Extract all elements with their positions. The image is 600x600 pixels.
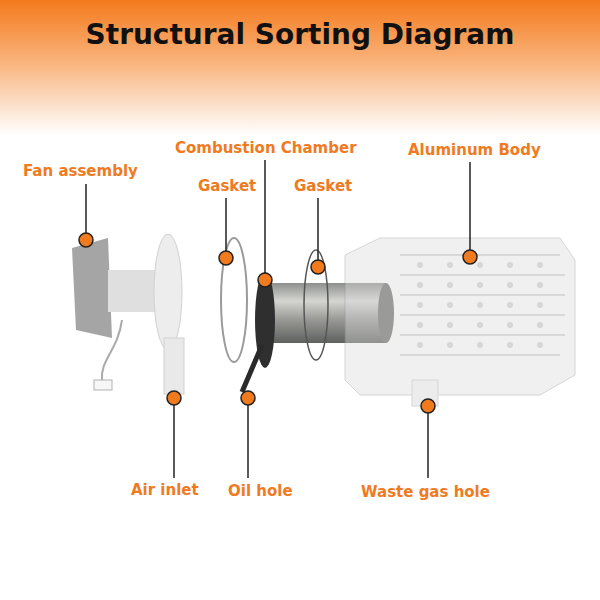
part-label: Waste gas hole <box>361 483 490 501</box>
part-label: Fan assembly <box>23 162 138 180</box>
part-label: Gasket <box>198 177 256 195</box>
callout-dots <box>79 233 477 413</box>
part-label: Air inlet <box>131 481 199 499</box>
part-label: Gasket <box>294 177 352 195</box>
part-label: Aluminum Body <box>408 141 541 159</box>
aluminum-body-drawing <box>345 238 575 406</box>
header-band <box>0 0 600 135</box>
part-label: Combustion Chamber <box>175 139 357 157</box>
fan-assembly-drawing <box>72 234 184 394</box>
gasket-ring <box>304 250 328 360</box>
leader-lines <box>86 160 470 478</box>
part-label: Oil hole <box>228 482 293 500</box>
diagram-title: Structural Sorting Diagram <box>0 18 600 51</box>
